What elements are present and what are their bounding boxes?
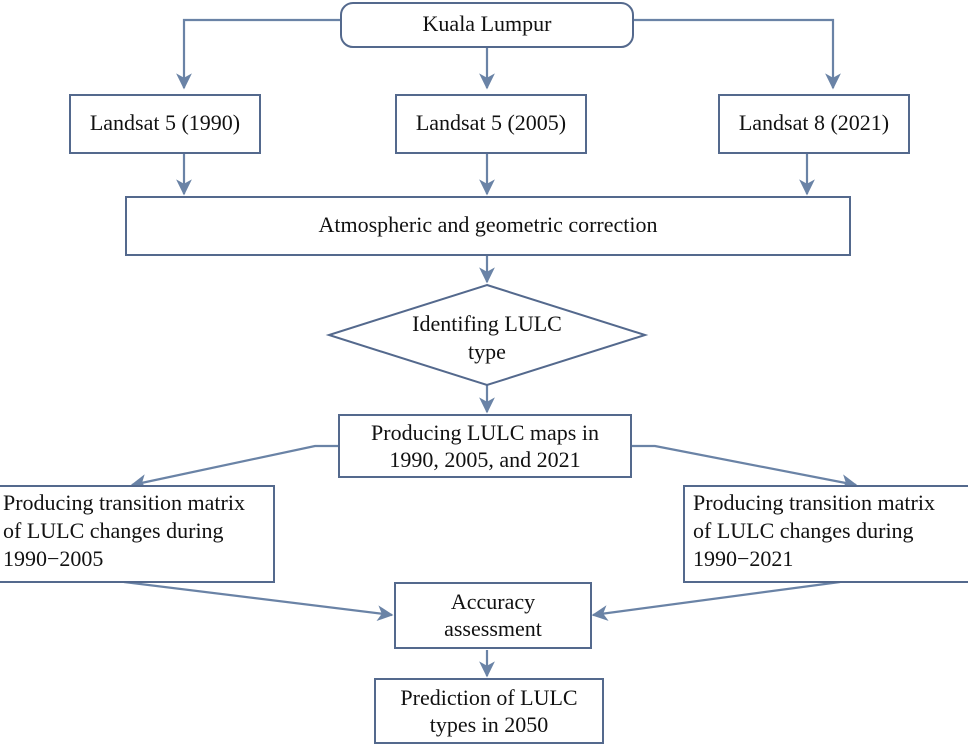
node-accuracy-assessment[interactable]: Accuracy assessment [394,582,592,649]
node-accuracy-assessment-label-line2: assessment [444,616,542,641]
edge-lulcmaps-to-matrix-1990-2005 [130,444,339,490]
node-transition-matrix-1990-2005[interactable]: Producing transition matrix of LULC chan… [0,485,275,583]
node-kuala-lumpur-shape [340,2,634,48]
node-transition-matrix-1990-2005-label-line1: Producing transition matrix [3,490,245,515]
connectors-layer [123,18,858,678]
node-transition-matrix-1990-2021-label-line1: Producing transition matrix [693,490,935,515]
edge-lulcmaps-to-matrix-1990-2021 [631,444,858,490]
node-kuala-lumpur-label-line1: Kuala Lumpur [423,11,553,36]
node-transition-matrix-1990-2005-label-line2: of LULC changes during [3,518,224,543]
node-kuala-lumpur[interactable]: Kuala Lumpur [340,2,634,48]
node-identifying-lulc-type[interactable]: Identifing LULC type [325,283,649,387]
node-prediction-2050[interactable]: Prediction of LULC types in 2050 [374,678,604,744]
node-atmospheric-correction[interactable]: Atmospheric and geometric correction [125,196,851,256]
node-transition-matrix-1990-2021-label-line2: of LULC changes during [693,518,914,543]
node-identifying-lulc-type-label-line2: type [468,339,506,364]
node-landsat-8-2021[interactable]: Landsat 8 (2021) [718,94,910,154]
node-producing-lulc-maps[interactable]: Producing LULC maps in 1990, 2005, and 2… [338,414,632,478]
node-landsat-5-2005[interactable]: Landsat 5 (2005) [395,94,587,154]
node-accuracy-assessment-shape [394,582,592,649]
node-prediction-2050-label-line2: types in 2050 [430,712,549,737]
edge-matrix-1990-2021-to-accuracy [591,580,841,621]
node-producing-lulc-maps-shape [338,414,632,478]
node-prediction-2050-shape [374,678,604,744]
node-prediction-2050-label-line1: Prediction of LULC [400,685,577,710]
node-atmospheric-correction-shape [125,196,851,256]
node-landsat-8-2021-shape [718,94,910,154]
node-transition-matrix-1990-2021-label-line3: 1990−2021 [693,546,793,571]
node-accuracy-assessment-label-line1: Accuracy [451,589,535,614]
node-transition-matrix-1990-2021-shape [683,485,968,583]
edge-kualalumpur-to-landsat5-1990 [176,18,341,90]
node-atmospheric-correction-label-line1: Atmospheric and geometric correction [318,212,657,237]
node-transition-matrix-1990-2005-label-line3: 1990−2005 [3,546,103,571]
node-landsat-5-2005-label-line1: Landsat 5 (2005) [416,110,566,135]
node-transition-matrix-1990-2005-shape [0,485,275,583]
node-landsat-5-1990-label-line1: Landsat 5 (1990) [90,110,240,135]
node-landsat-5-1990-shape [69,94,261,154]
node-transition-matrix-1990-2021[interactable]: Producing transition matrix of LULC chan… [683,485,968,583]
node-landsat-5-1990[interactable]: Landsat 5 (1990) [69,94,261,154]
node-identifying-lulc-type-label-line1: Identifing LULC [412,311,562,336]
edge-kualalumpur-to-landsat8-2021 [633,18,841,90]
node-identifying-lulc-type-shape [325,283,649,387]
edge-matrix-1990-2005-to-accuracy [123,580,394,622]
node-landsat-5-2005-shape [395,94,587,154]
node-landsat-8-2021-label-line1: Landsat 8 (2021) [739,110,889,135]
node-producing-lulc-maps-label-line2: 1990, 2005, and 2021 [389,447,580,472]
node-producing-lulc-maps-label-line1: Producing LULC maps in [371,420,599,445]
